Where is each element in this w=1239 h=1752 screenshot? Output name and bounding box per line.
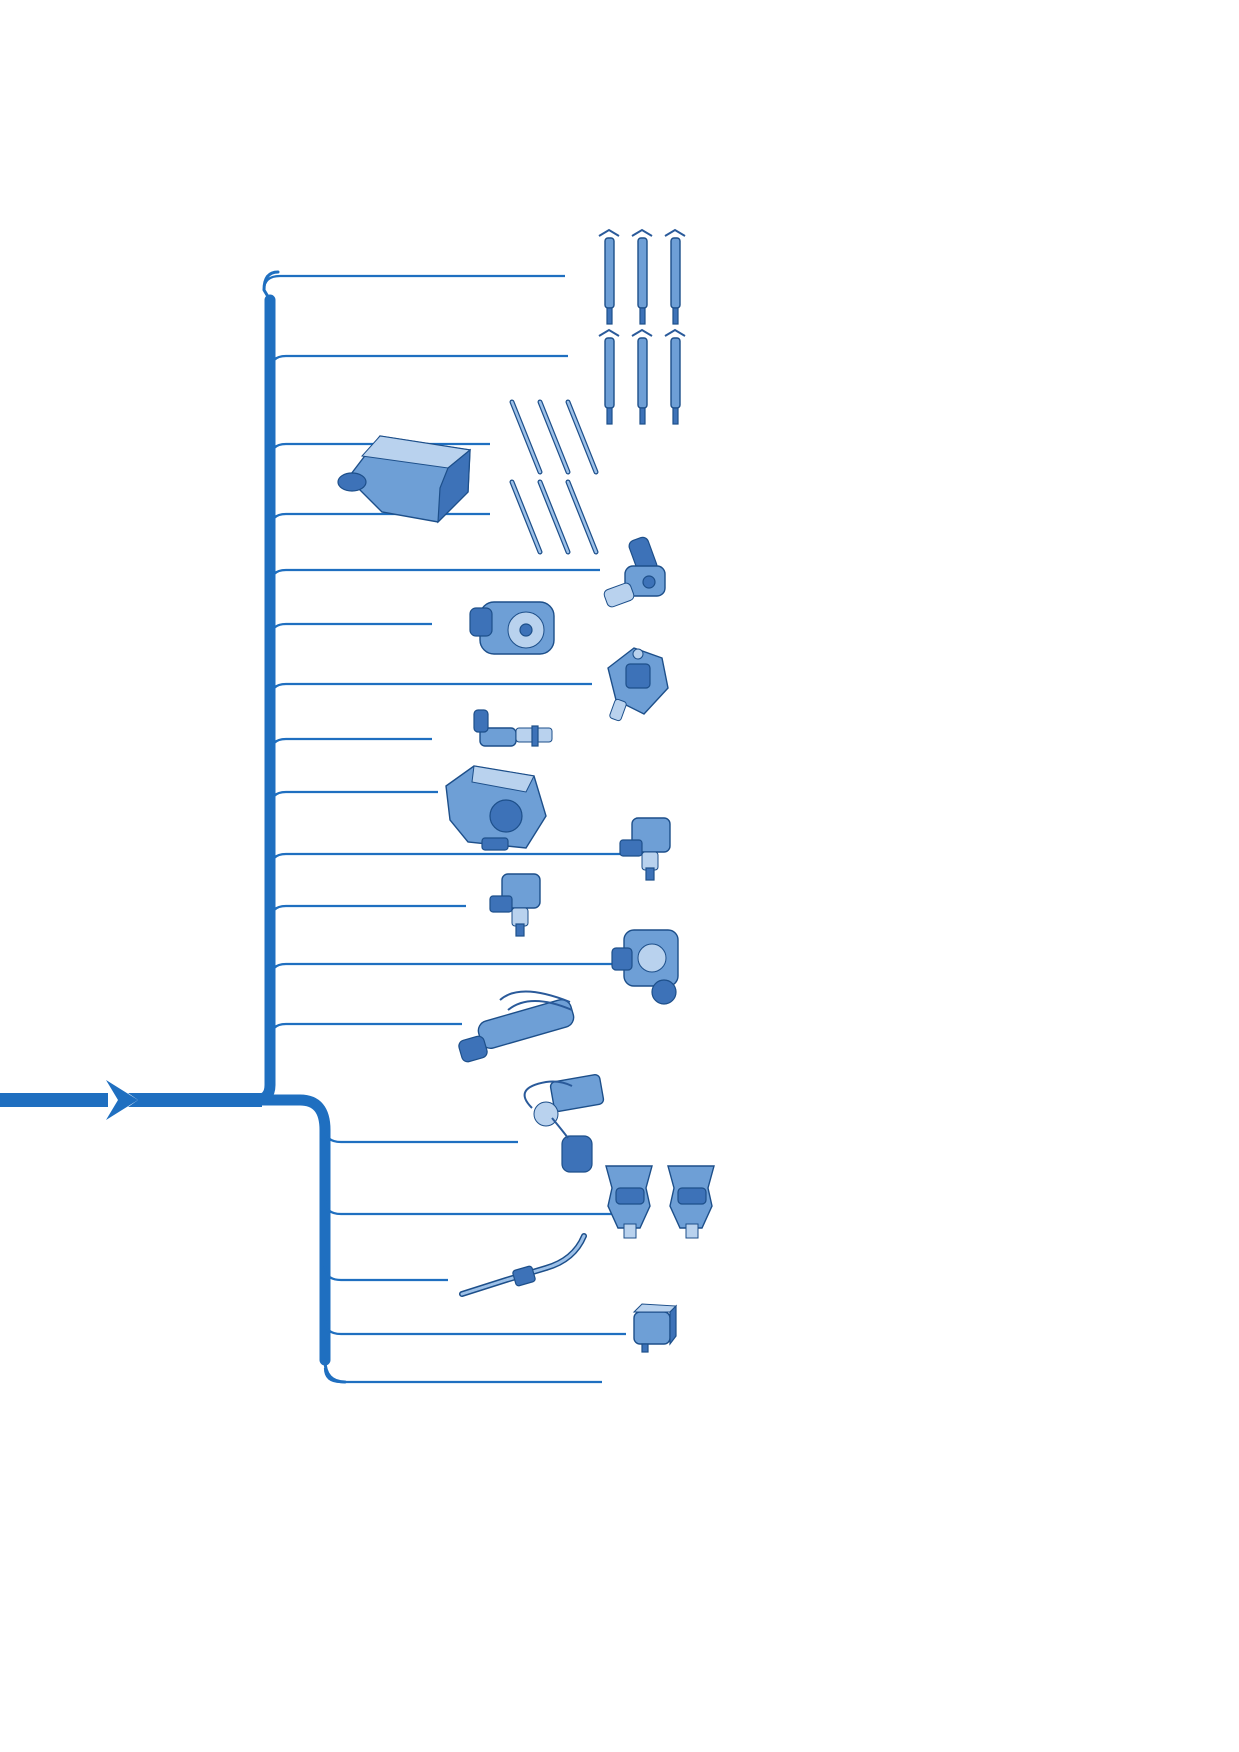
injector-bank-icon bbox=[598, 328, 686, 425]
glow-control-unit-icon bbox=[458, 990, 575, 1063]
high-pressure-pump-icon bbox=[607, 647, 669, 722]
pressure-sensor-icon bbox=[489, 873, 541, 937]
control-unit-icon bbox=[337, 435, 472, 524]
lower-branches bbox=[323, 1127, 626, 1384]
relay-icon bbox=[632, 1303, 678, 1353]
upper-branches bbox=[262, 274, 622, 1041]
injector-bank-icon bbox=[598, 228, 686, 325]
egr-valve-icon bbox=[445, 765, 547, 851]
pressure-sensor-icon bbox=[619, 817, 671, 881]
temperature-sensor-icon bbox=[459, 1233, 587, 1297]
input-arrow bbox=[0, 1080, 262, 1120]
glow-plug-set-icon bbox=[509, 479, 599, 555]
ignition-coil-pair-icon bbox=[605, 1165, 715, 1239]
speed-sensor-icon bbox=[473, 709, 553, 747]
actuator-module-icon bbox=[611, 929, 679, 1005]
glow-plug-set-icon bbox=[509, 399, 599, 475]
lambda-sensor-icon bbox=[523, 1073, 605, 1173]
throttle-body-icon bbox=[469, 601, 555, 655]
lower-trunk bbox=[249, 1094, 331, 1366]
solenoid-valve-icon bbox=[603, 536, 666, 608]
upper-trunk bbox=[249, 294, 276, 1106]
